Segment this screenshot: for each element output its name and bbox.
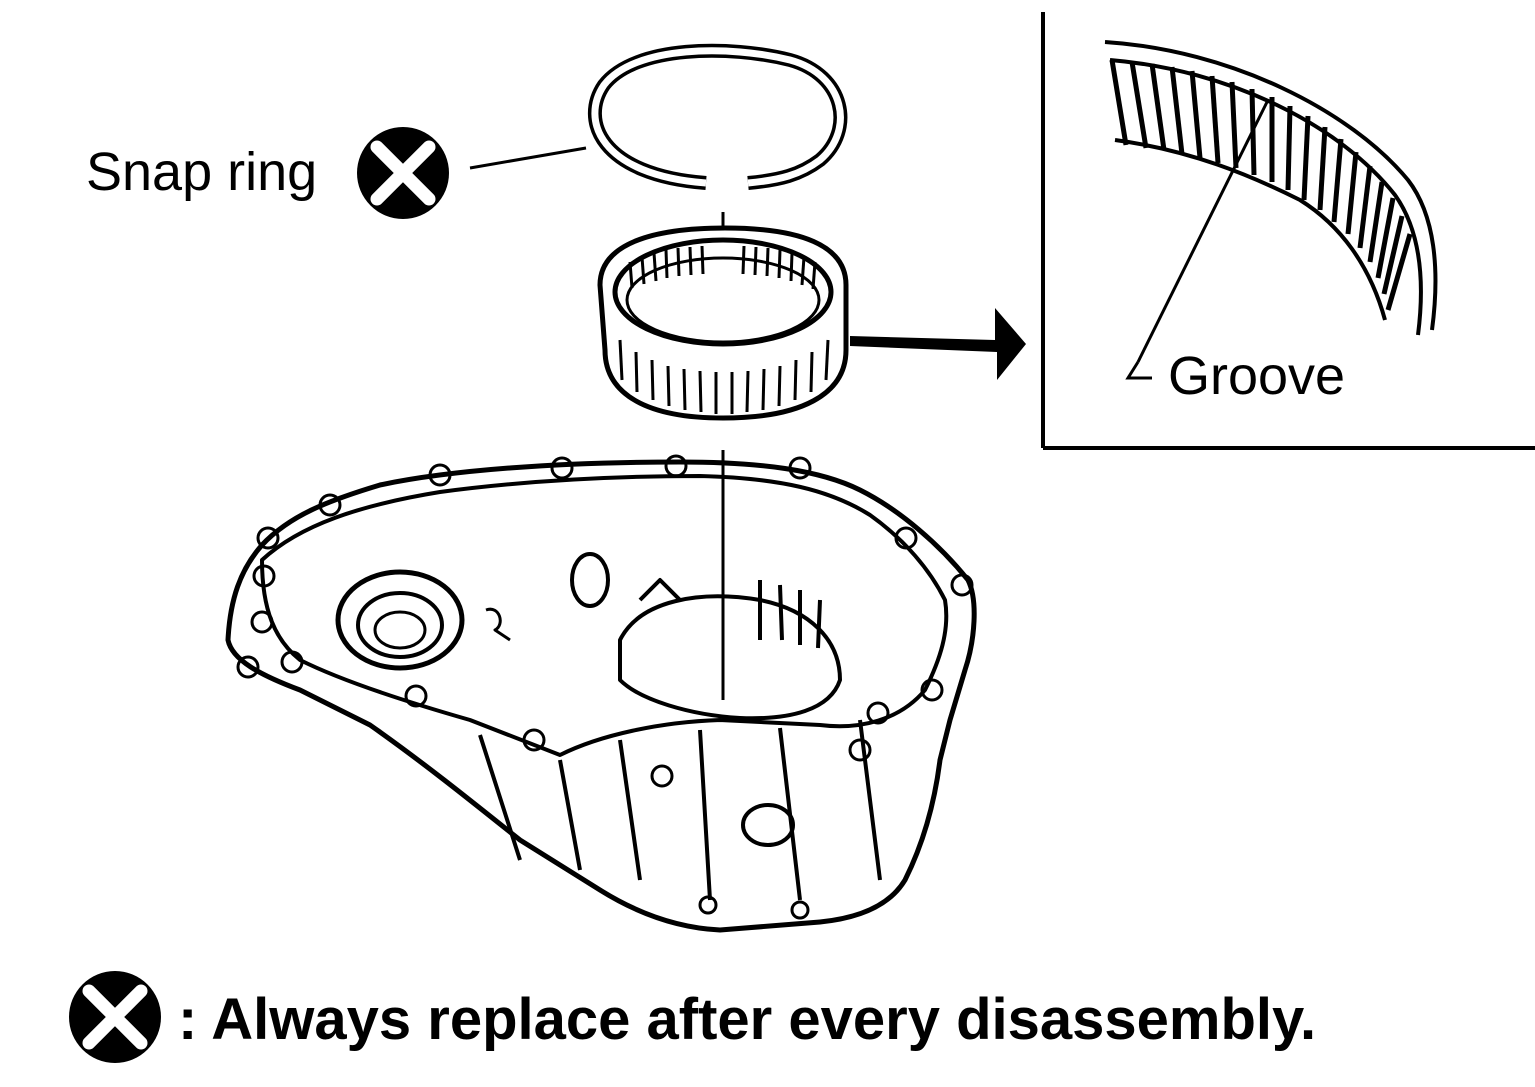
bearing-ring [597,225,849,421]
groove-detail-drawing [1104,40,1438,380]
snap-ring [587,43,848,190]
transmission-case [225,454,977,933]
legend-text: : Always replace after every disassembly… [178,987,1317,1052]
snap-ring-label: Snap ring [86,142,318,202]
x-circle-icon [357,127,449,219]
right-arrow-icon [850,308,1026,380]
groove-label: Groove [1168,346,1346,406]
legend-x-circle-icon [69,971,161,1063]
snap-ring-leader [469,146,587,170]
detail-inset-frame [1041,12,1535,450]
